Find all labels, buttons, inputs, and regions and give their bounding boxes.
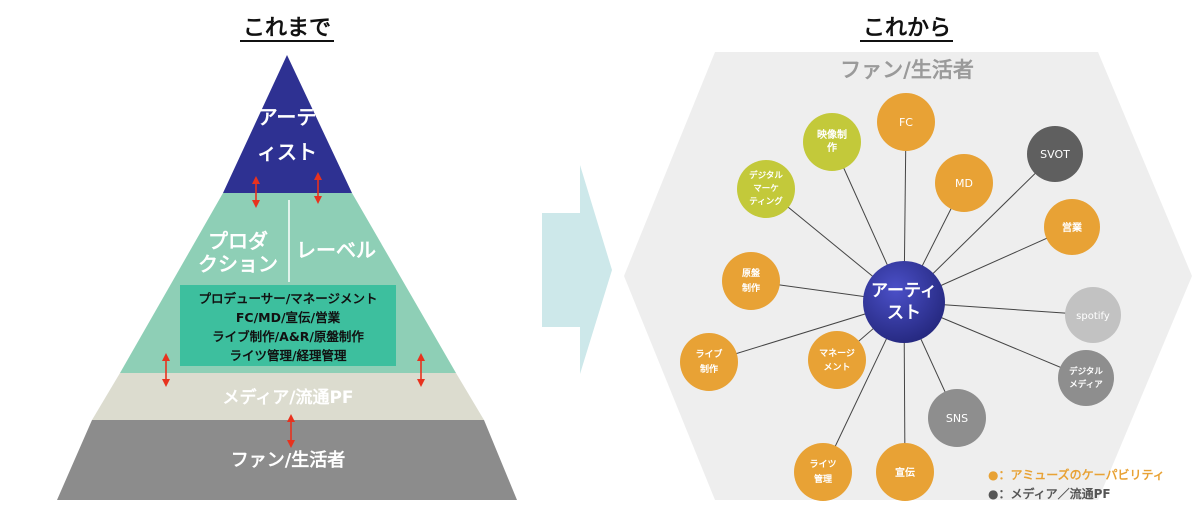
node-live-label-2: 制作 [700, 363, 718, 375]
node-live-label-1: ライブ [695, 348, 722, 360]
node-rights-label-1: ライツ [809, 459, 836, 470]
node-master-label-1: 原盤 [742, 267, 761, 279]
node-digital-media-label-2: メディア [1069, 379, 1103, 390]
fan-band-label: ファン/生活者 [231, 449, 346, 471]
center-artist-label-2: スト [887, 303, 921, 323]
media-band [92, 373, 484, 420]
center-artist-label-1: アーティ [871, 281, 937, 301]
node-digital-marketing-label-3: ティング [749, 196, 783, 207]
legend-amuse: ●：アミューズのケーパビリティ [988, 467, 1165, 482]
node-svot-label: SVOT [1040, 148, 1070, 161]
node-promo [876, 443, 934, 501]
function-line-1: プロデューサー/マネージメント [198, 291, 377, 306]
functions-box [180, 285, 396, 366]
capability-nodes: FC 映像制 作 SVOT デジタル マーケ ティング MD 営業 原盤 制作 … [680, 93, 1121, 501]
media-band-label: メディア/流通PF [222, 387, 353, 408]
node-digital-marketing-label-2: マーケ [753, 184, 779, 194]
node-digital-media-label-1: デジタル [1069, 366, 1103, 377]
production-label-line1: プロダ [208, 229, 268, 253]
node-rights [794, 443, 852, 501]
node-management-label-1: マネージ [819, 348, 855, 359]
node-master [722, 252, 780, 310]
node-digital-marketing-label-1: デジタル [749, 170, 783, 181]
hexagon-fans-label: ファン/生活者 [840, 58, 974, 82]
node-management-label-2: メント [823, 362, 850, 373]
node-promo-label: 宣伝 [895, 466, 915, 479]
production-label-line2: クション [198, 252, 278, 276]
artist-label-line2: ィスト [257, 140, 317, 164]
artist-apex [223, 55, 352, 193]
node-spotify-label: spotify [1076, 311, 1110, 322]
node-master-label-2: 制作 [742, 282, 760, 294]
node-fc [877, 93, 935, 151]
center-artist-node [863, 261, 945, 343]
node-management [808, 331, 866, 389]
right-heading: これから [863, 16, 951, 41]
function-line-3: ライブ制作/A&R/原盤制作 [212, 329, 364, 344]
node-digital-media [1058, 350, 1114, 406]
node-md-label: MD [955, 177, 973, 190]
function-line-4: ライツ管理/経理管理 [229, 348, 347, 363]
node-md [935, 154, 993, 212]
node-spotify [1065, 287, 1121, 343]
label-label: レーベル [296, 238, 376, 262]
node-svot [1027, 126, 1083, 182]
node-fc-label: FC [899, 116, 913, 129]
right-ecosystem: これから ファン/生活者 FC 映像制 作 [624, 16, 1192, 501]
node-sns [928, 389, 986, 447]
left-heading: これまで [243, 16, 331, 41]
node-rights-label-2: 管理 [814, 473, 832, 485]
function-line-2: FC/MD/宣伝/営業 [236, 310, 341, 325]
node-live [680, 333, 738, 391]
node-video-label-2: 作 [827, 141, 837, 154]
node-sales-label: 営業 [1062, 221, 1083, 234]
node-video [803, 113, 861, 171]
node-digital-marketing [737, 160, 795, 218]
legend-media: ●：メディア／流通PF [988, 486, 1111, 501]
node-sns-label: SNS [946, 412, 968, 425]
fan-band [57, 420, 517, 500]
node-sales [1044, 199, 1100, 255]
transition-chevron-icon [542, 165, 612, 374]
artist-label-line1: アーテ [258, 105, 317, 129]
left-pyramid: これまで アーテ ィスト プロダ クション レーベル プロデューサー/マネージメ… [57, 16, 517, 500]
node-video-label-1: 映像制 [817, 128, 847, 141]
